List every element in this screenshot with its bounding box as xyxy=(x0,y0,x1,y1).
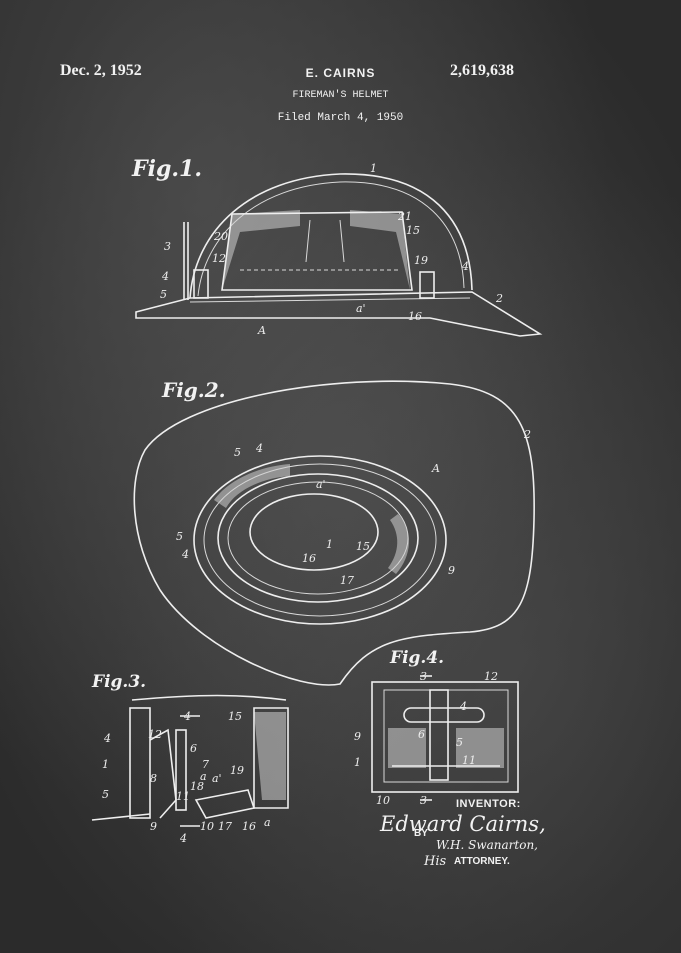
fig2-ref-15: 15 xyxy=(356,540,370,553)
fig4-ref-9: 9 xyxy=(354,730,361,743)
fig1-ref-15: 15 xyxy=(406,224,420,237)
fig2-label: Fig.2. xyxy=(162,378,226,402)
fig3-label: Fig.3. xyxy=(92,672,147,692)
fig4-ref-4: 4 xyxy=(459,700,467,713)
fig1-ref-20: 20 xyxy=(213,230,228,243)
fig3-ref-a: a xyxy=(200,770,207,783)
fig2-ref-1: 1 xyxy=(326,538,333,551)
fig4-ref-11: 11 xyxy=(462,754,476,767)
fig2-ref-17: 17 xyxy=(340,574,354,587)
fig1-helmet-side-view: 1 21 15 20 3 12 19 4 4 5 2 A a' 16 xyxy=(135,162,543,337)
fig1-ref-4b: 4 xyxy=(461,260,469,273)
fig1-ref-2: 2 xyxy=(495,292,503,305)
fig3-ref-a-bottom: a xyxy=(264,816,271,829)
inventor-label: INVENTOR: xyxy=(456,798,521,810)
fig3-ref-9: 9 xyxy=(150,820,157,833)
fig3-ref-1: 1 xyxy=(102,758,109,771)
fig2-ref-A: A xyxy=(431,462,440,475)
fig4-ref-10: 10 xyxy=(376,794,390,807)
patent-title: FIREMAN'S HELMET xyxy=(292,90,389,101)
fig4-ref-3-bottom: 3 xyxy=(420,794,427,807)
fig2-ref-16: 16 xyxy=(302,552,316,565)
fig1-ref-3: 3 xyxy=(164,240,171,253)
fig1-ref-A: A xyxy=(257,324,266,337)
fig1-ref-16: 16 xyxy=(408,310,422,323)
fig4-label: Fig.4. xyxy=(390,648,445,668)
fig2-helmet-plan-view: 2 5 4 a' A 5 4 1 15 16 17 9 xyxy=(133,380,535,686)
fig3-ref-18: 18 xyxy=(190,780,204,793)
fig2-ref-4a: 4 xyxy=(255,442,263,455)
fig1-ref-19: 19 xyxy=(414,254,428,267)
fig3-ref-4-top: 4 xyxy=(183,710,191,723)
fig4-ref-12: 12 xyxy=(484,670,498,683)
fig2-ref-a-prime: a' xyxy=(316,478,326,491)
fig3-ref-19: 19 xyxy=(230,764,244,777)
fig3-ref-12: 12 xyxy=(148,728,162,741)
fig3-section-detail: 4 4 15 4 12 6 1 8 7 5 18 a a' 19 9 11 10… xyxy=(91,694,289,845)
attorney-label: ATTORNEY. xyxy=(454,856,510,867)
fig3-ref-4-bottom: 4 xyxy=(179,832,187,845)
patent-number: 2,619,638 xyxy=(450,62,514,79)
fig4-ref-1: 1 xyxy=(354,756,361,769)
patent-date: Dec. 2, 1952 xyxy=(60,62,142,79)
fig4-ref-3-top: 3 xyxy=(420,670,427,683)
fig4-front-detail: 3 12 4 9 6 5 1 11 10 3 xyxy=(354,670,519,807)
fig1-ref-12: 12 xyxy=(212,252,226,265)
fig3-ref-7: 7 xyxy=(202,758,209,771)
inventor-heading: E. CAIRNS xyxy=(305,66,376,80)
fig2-ref-5a: 5 xyxy=(234,446,241,459)
fig2-ref-5b: 5 xyxy=(176,530,183,543)
fig3-ref-11: 11 xyxy=(176,790,190,803)
attorney-signature: W.H. Swanarton, xyxy=(436,838,538,852)
fig3-ref-5: 5 xyxy=(102,788,109,801)
fig3-ref-8: 8 xyxy=(150,772,157,785)
fig1-ref-1: 1 xyxy=(370,162,377,175)
his-label: His xyxy=(424,854,447,869)
fig3-ref-a-prime: a' xyxy=(212,772,222,785)
fig3-ref-10: 10 xyxy=(200,820,214,833)
by-label: BY xyxy=(414,828,428,839)
fig1-ref-21: 21 xyxy=(397,210,412,223)
fig2-ref-4b: 4 xyxy=(181,548,189,561)
fig1-ref-5: 5 xyxy=(160,288,167,301)
fig3-ref-15: 15 xyxy=(228,710,242,723)
fig4-ref-5: 5 xyxy=(456,736,463,749)
fig3-ref-17: 17 xyxy=(218,820,232,833)
fig2-ref-2: 2 xyxy=(523,428,531,441)
fig3-ref-4: 4 xyxy=(103,732,111,745)
fig3-ref-6: 6 xyxy=(190,742,197,755)
fig1-ref-4a: 4 xyxy=(161,270,169,283)
fig1-ref-a-prime: a' xyxy=(356,302,366,315)
fig3-ref-16: 16 xyxy=(242,820,256,833)
fig4-ref-6: 6 xyxy=(418,728,425,741)
fig1-label: Fig.1. xyxy=(132,156,202,182)
filed-date: Filed March 4, 1950 xyxy=(277,112,404,124)
fig2-ref-9: 9 xyxy=(448,564,455,577)
inventor-signature: Edward Cairns, xyxy=(380,812,546,836)
